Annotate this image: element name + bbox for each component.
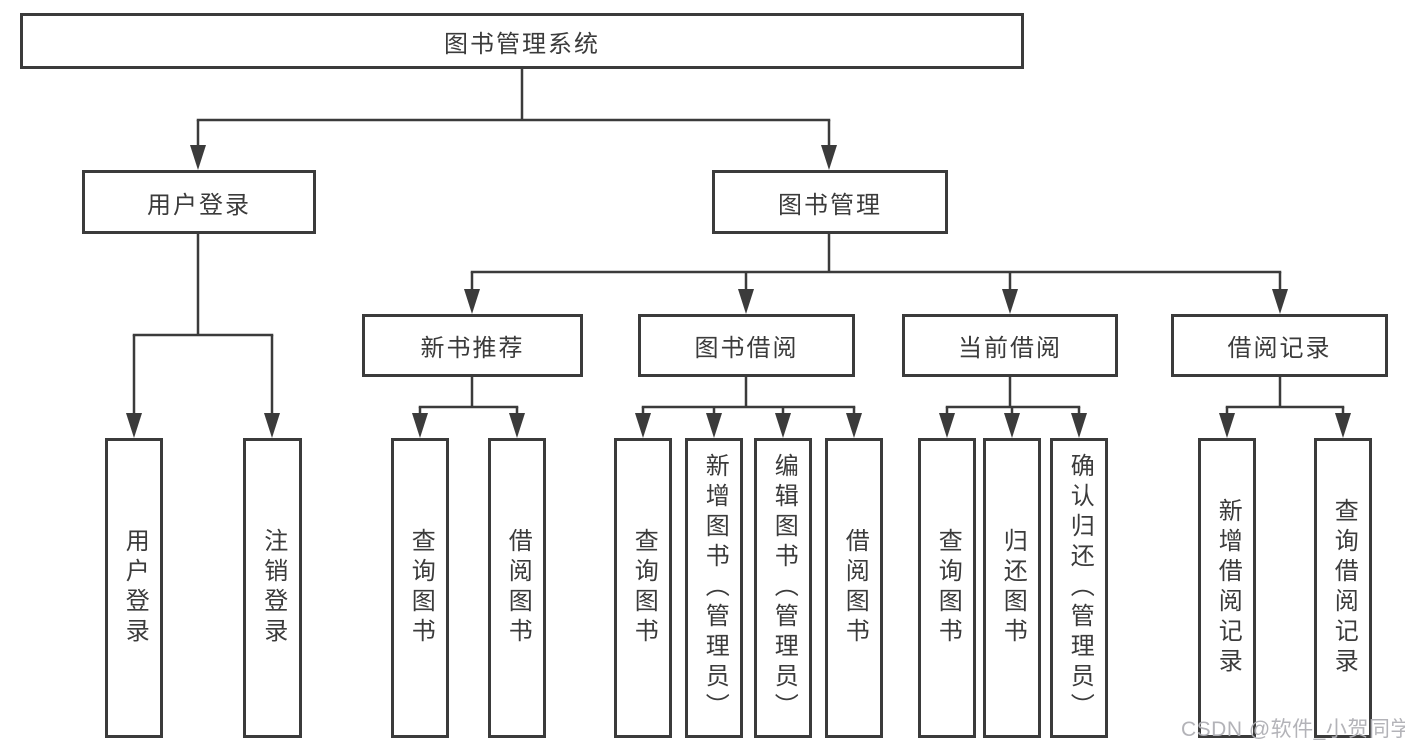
leaf-query-book-borrow: 查询图书 [614, 438, 672, 738]
arrowhead [509, 413, 525, 438]
node-root-label: 图书管理系统 [444, 30, 600, 58]
leaf-query-book-rec-label: 查询图书 [407, 528, 435, 648]
arrowhead [706, 413, 722, 438]
arrowhead [264, 413, 280, 438]
node-user-login: 用户登录 [82, 170, 316, 234]
node-root: 图书管理系统 [20, 13, 1024, 69]
leaf-borrow-book-borrow: 借阅图书 [825, 438, 883, 738]
arrowhead [939, 413, 955, 438]
leaf-query-record: 查询借阅记录 [1314, 438, 1372, 738]
leaf-borrow-book-borrow-label: 借阅图书 [841, 528, 869, 648]
leaf-add-record: 新增借阅记录 [1198, 438, 1256, 738]
leaf-user-login-label: 用户登录 [121, 528, 149, 648]
arrowhead [846, 413, 862, 438]
node-book-borrow: 图书借阅 [638, 314, 855, 377]
node-user-login-label: 用户登录 [147, 191, 251, 219]
node-new-book-rec: 新书推荐 [362, 314, 583, 377]
leaf-query-book-borrow-label: 查询图书 [630, 528, 658, 648]
arrowhead [738, 289, 754, 314]
node-new-book-rec-label: 新书推荐 [420, 335, 525, 362]
leaf-user-login: 用户登录 [105, 438, 163, 738]
leaf-return-book-label: 归还图书 [999, 528, 1027, 648]
leaf-add-book: 新增图书（管理员） [685, 438, 743, 738]
arrowhead [1002, 289, 1018, 314]
leaf-borrow-book-rec: 借阅图书 [488, 438, 546, 738]
leaf-query-book-current-label: 查询图书 [934, 528, 962, 648]
leaf-return-book: 归还图书 [983, 438, 1041, 738]
csdn-watermark: CSDN @软件_小贺同学 [1181, 718, 1405, 741]
node-current-borrow-label: 当前借阅 [958, 335, 1062, 362]
arrowhead [1219, 413, 1235, 438]
node-current-borrow: 当前借阅 [902, 314, 1118, 377]
leaf-query-book-current: 查询图书 [918, 438, 976, 738]
leaf-logout: 注销登录 [243, 438, 302, 738]
leaf-edit-book-label: 编辑图书（管理员） [770, 453, 798, 723]
node-book-mgmt-label: 图书管理 [778, 191, 882, 219]
arrowhead [126, 413, 142, 438]
arrowhead [1335, 413, 1351, 438]
node-book-borrow-label: 图书借阅 [694, 335, 799, 362]
leaf-logout-label: 注销登录 [259, 528, 287, 648]
leaf-query-book-rec: 查询图书 [391, 438, 449, 738]
leaf-borrow-book-rec-label: 借阅图书 [504, 528, 532, 648]
leaf-add-record-label: 新增借阅记录 [1214, 498, 1242, 678]
node-book-mgmt: 图书管理 [712, 170, 948, 234]
arrowhead [464, 289, 480, 314]
leaf-confirm-return-label: 确认归还（管理员） [1066, 453, 1094, 723]
arrowhead [412, 413, 428, 438]
arrowheads [126, 145, 1351, 438]
arrowhead [635, 413, 651, 438]
leaf-confirm-return: 确认归还（管理员） [1050, 438, 1108, 738]
node-borrow-records-label: 借阅记录 [1227, 335, 1332, 362]
arrowhead [1004, 413, 1020, 438]
arrowhead [1071, 413, 1087, 438]
arrowhead [775, 413, 791, 438]
arrowhead [821, 145, 837, 170]
leaf-query-record-label: 查询借阅记录 [1330, 498, 1358, 678]
arrowhead [1272, 289, 1288, 314]
node-borrow-records: 借阅记录 [1171, 314, 1388, 377]
arrowhead [190, 145, 206, 170]
leaf-add-book-label: 新增图书（管理员） [701, 453, 729, 723]
leaf-edit-book: 编辑图书（管理员） [754, 438, 812, 738]
